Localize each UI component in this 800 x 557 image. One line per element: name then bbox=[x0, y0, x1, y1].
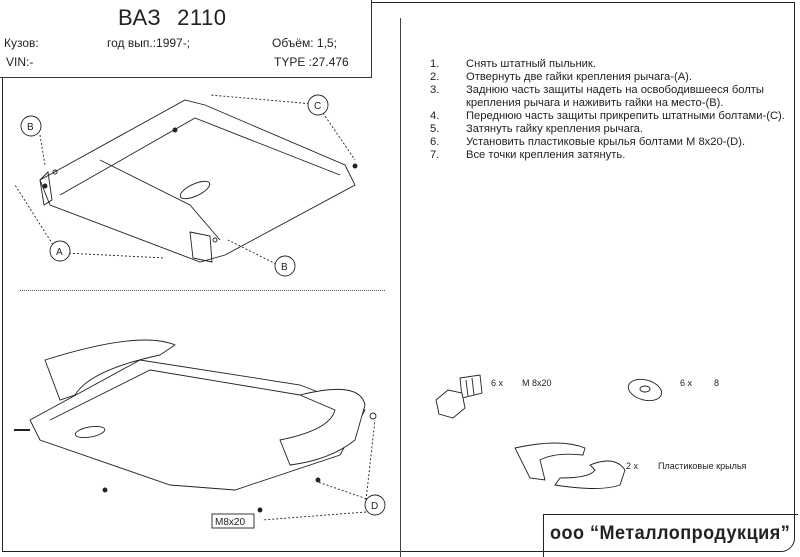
year-label: год вып.:1997-; bbox=[107, 36, 191, 50]
washer-icon bbox=[627, 378, 663, 402]
vin-label: VIN:- bbox=[6, 55, 34, 69]
bolt-size: M 8x20 bbox=[522, 378, 552, 388]
step-number: 7. bbox=[430, 149, 440, 161]
callout-b-circle bbox=[274, 255, 296, 277]
callout-d: D bbox=[371, 501, 378, 512]
instruction-step: 6. Установить пластиковые крылья болтами … bbox=[430, 136, 790, 149]
company-stamp: ооо “Металлопродукция” bbox=[543, 514, 798, 557]
title-block: ВАЗ 2110 Кузов: год вып.:1997-; Объём: 1,… bbox=[0, 0, 372, 78]
instruction-step: 1. Снять штатный пыльник. bbox=[430, 58, 790, 71]
step-number: 6. bbox=[430, 136, 440, 148]
vertical-divider bbox=[400, 18, 401, 557]
callout-c-circle bbox=[307, 94, 329, 116]
company-name: ооо “Металлопродукция” bbox=[550, 523, 791, 544]
type-label: TYPE :27.476 bbox=[274, 55, 349, 69]
callout-c: C bbox=[314, 101, 321, 112]
step-number: 5. bbox=[430, 123, 440, 135]
instruction-step: 7. Все точки крепления затянуть. bbox=[430, 149, 790, 162]
step-number: 4. bbox=[430, 110, 440, 122]
callout-bolt-size: M8x20 bbox=[215, 517, 245, 528]
instruction-step: 2. Отвернуть две гайки крепления рычага-(… bbox=[430, 71, 790, 84]
instruction-step: 5. Затянуть гайку крепления рычага. bbox=[430, 123, 790, 136]
bolt-size-box bbox=[211, 513, 255, 529]
callout-a: A bbox=[56, 247, 63, 258]
step-number: 3. bbox=[430, 84, 440, 96]
callout-b1: B bbox=[27, 122, 34, 133]
dotted-separator bbox=[20, 290, 385, 291]
step-text: Затянуть гайку крепления рычага. bbox=[466, 123, 643, 135]
callout-a-circle bbox=[49, 240, 71, 262]
callout-b2: B bbox=[281, 262, 288, 273]
step-text: Установить пластиковые крылья болтами M … bbox=[466, 136, 746, 148]
step-text: Все точки крепления затянуть. bbox=[466, 149, 626, 161]
step-text: Отвернуть две гайки крепления рычага-(A)… bbox=[466, 71, 693, 83]
washer-quantity: 6 x bbox=[680, 378, 693, 388]
instruction-list: 1. Снять штатный пыльник. 2. Отвернуть две… bbox=[430, 58, 790, 162]
bolt-quantity: 6 x bbox=[491, 378, 504, 388]
plastic-wings-icon bbox=[514, 442, 626, 489]
model-number: 2110 bbox=[177, 5, 227, 30]
skid-plate-top-view bbox=[39, 99, 358, 263]
vehicle-title: ВАЗ 2110 bbox=[118, 5, 226, 31]
step-number: 2. bbox=[430, 71, 440, 83]
step-text: Заднюю часть защиты надеть на освободивш… bbox=[466, 84, 764, 109]
callout-b-circle bbox=[20, 115, 42, 137]
volume-label: Объём: 1,5; bbox=[272, 36, 337, 50]
instruction-step: 3. Заднюю часть защиты надеть на освободи… bbox=[430, 84, 790, 110]
model-name: ВАЗ bbox=[118, 5, 162, 30]
drawing-frame bbox=[2, 2, 795, 552]
skid-plate-with-wings-view bbox=[14, 339, 377, 513]
instruction-step: 4. Переднюю часть защиты прикрепить штатн… bbox=[430, 110, 790, 123]
callout-d-circle bbox=[364, 494, 386, 516]
step-number: 1. bbox=[430, 58, 440, 70]
bolt-icon bbox=[435, 374, 483, 419]
washer-size: 8 bbox=[714, 378, 720, 388]
body-label: Кузов: bbox=[4, 36, 39, 50]
wings-name: Пластиковые крылья bbox=[658, 461, 747, 471]
step-text: Переднюю часть защиты прикрепить штатным… bbox=[466, 110, 785, 122]
callout-leaders bbox=[14, 94, 376, 521]
step-text: Снять штатный пыльник. bbox=[466, 58, 596, 70]
wings-quantity: 2 x bbox=[626, 461, 639, 471]
